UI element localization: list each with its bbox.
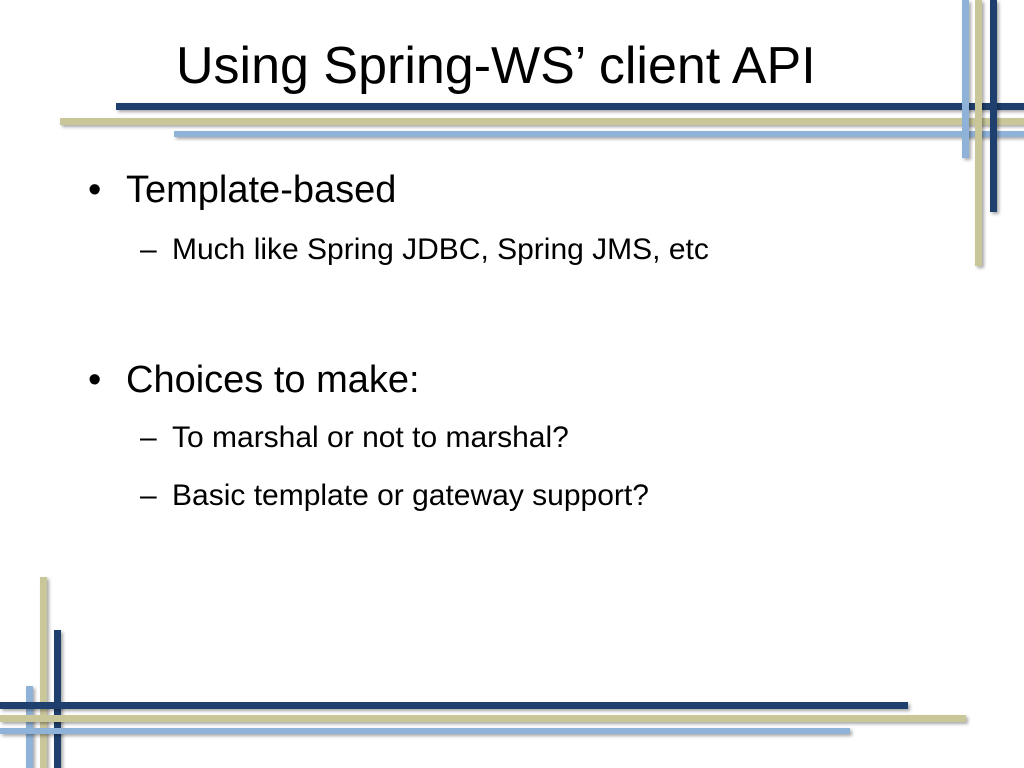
decor-line-right-navy — [990, 0, 997, 212]
decor-line-bottom-lightblue — [0, 728, 850, 734]
decor-line-top-navy — [116, 103, 1024, 110]
bullet-text: Choices to make: — [126, 359, 420, 401]
decor-line-top-khaki — [60, 118, 1024, 125]
decor-line-top-lightblue — [174, 131, 1024, 137]
bullet-text: Template-based — [126, 169, 397, 211]
decor-line-bottom-khaki — [0, 715, 966, 722]
bullet-marker: • — [88, 359, 102, 401]
sub-bullet-item: –Basic template or gateway support? — [140, 476, 649, 516]
sub-bullet-marker: – — [140, 421, 157, 454]
sub-bullet-marker: – — [140, 479, 157, 512]
sub-bullet-text: Much like Spring JDBC, Spring JMS, etc — [172, 233, 709, 266]
sub-bullet-item: –To marshal or not to marshal? — [140, 418, 569, 458]
decor-line-left-navy — [54, 630, 61, 768]
slide-title: Using Spring-WS’ client API — [176, 37, 816, 95]
bullet-item: • Template-based — [88, 164, 396, 216]
sub-bullet-text: To marshal or not to marshal? — [172, 421, 569, 454]
decor-line-right-lightblue — [962, 0, 969, 158]
bullet-item: • Choices to make: — [88, 354, 420, 406]
bullet-marker: • — [88, 169, 102, 211]
decor-line-left-khaki — [40, 577, 47, 768]
decor-line-left-lightblue — [26, 686, 33, 768]
sub-bullet-text: Basic template or gateway support? — [172, 479, 649, 512]
decor-line-right-khaki — [975, 0, 982, 266]
sub-bullet-marker: – — [140, 233, 157, 266]
decor-line-bottom-navy — [0, 702, 908, 709]
sub-bullet-item: –Much like Spring JDBC, Spring JMS, etc — [140, 230, 709, 270]
